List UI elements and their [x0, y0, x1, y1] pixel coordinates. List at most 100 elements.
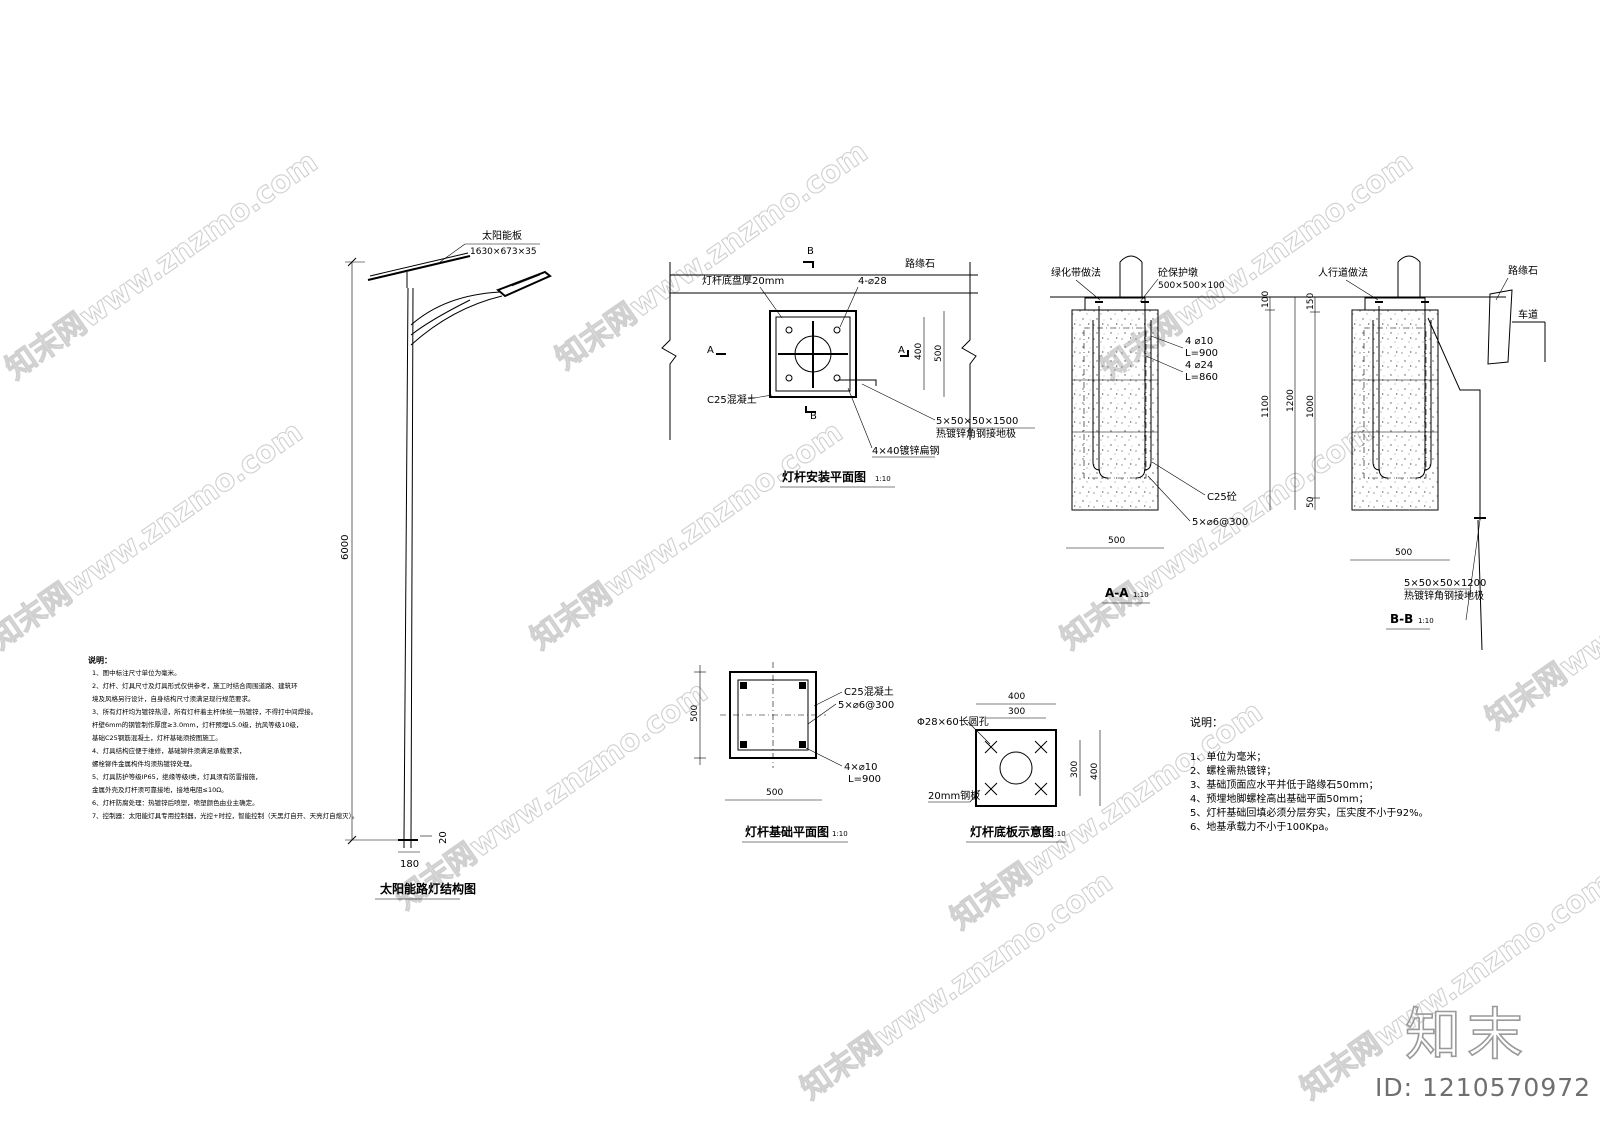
notes-left-line-5: 杆壁6mm的钢管制作厚度≥3.0mm，灯杆预埋L5.0级，抗风等级10级，: [92, 720, 302, 729]
aa-bolt2a: 4 ⌀24: [1185, 360, 1213, 371]
notes-left-line-6: 基础C25钢筋混凝土，灯杆基础须按图施工。: [92, 733, 222, 742]
install-section-a-left: A: [707, 345, 714, 356]
aa-bolt1a: 4 ⌀10: [1185, 336, 1213, 347]
fp-rebar: 5×⌀6@300: [838, 700, 894, 711]
install-plan-scale: 1:10: [875, 475, 891, 483]
aa-rebar: 5×⌀6@300: [1192, 517, 1248, 528]
aa-scale: 1:10: [1133, 591, 1149, 599]
notes-left-line-1: 1、图中标注尺寸单位为毫米。: [92, 668, 181, 677]
brand-logo: 知末: [1404, 1002, 1529, 1069]
install-dim-500: 500: [934, 345, 944, 362]
install-section-b-bottom: B: [810, 411, 817, 422]
aa-bolt2b: L=860: [1185, 372, 1218, 383]
bp-scale: 1:10: [1050, 830, 1066, 838]
bb-title: B-B: [1390, 612, 1413, 626]
notes-right-heading: 说明：: [1190, 715, 1223, 729]
fp-scale: 1:10: [832, 830, 848, 838]
bb-curb: 路缘石: [1508, 264, 1538, 277]
notes-right-line-5: 5、灯杆基础回填必须分层夯实，压实度不小于92%。: [1190, 806, 1429, 819]
bp-dim-300-top: 300: [1008, 707, 1025, 717]
aa-concrete: C25砼: [1207, 490, 1237, 503]
fp-bolt-b: L=900: [848, 774, 881, 785]
install-angle-steel: 5×50×50×1500: [936, 416, 1018, 427]
notes-left-line-11: 6、灯杆防腐处理：热镀锌后喷塑，喷塑颜色由业主确定。: [92, 798, 259, 807]
notes-right-line-2: 2、螺栓需热镀锌；: [1190, 764, 1276, 777]
foundation-plan: C25混凝土 5×⌀6@300 4×⌀10 L=900 500 500 灯杆基础…: [690, 662, 894, 843]
pole-elevation: 6000 180 20 太阳能板 1630×673×35 太阳能路灯结构图: [340, 229, 552, 900]
watermark-layer: 知末网www.znzmo.com 知末网www.znzmo.com 知末网www…: [0, 134, 1600, 1107]
watermark-7: 知末网www.znzmo.com: [390, 675, 715, 917]
pole-base-dim: 180: [400, 859, 419, 870]
fp-dim-side: 500: [690, 705, 700, 722]
watermark-9: 知末网www.znzmo.com: [1480, 495, 1600, 737]
bb-dim-150: 150: [1306, 293, 1316, 310]
bb-road: 车道: [1518, 308, 1538, 321]
watermark-5: 知末网www.znzmo.com: [525, 415, 850, 657]
aa-guard-size: 500×500×100: [1158, 281, 1225, 291]
section-bb: 路缘石 车道 人行道做法 5×50×50×1200 热镀锌角钢接地极 150 1…: [1306, 255, 1546, 651]
install-holes: 4-⌀28: [858, 276, 887, 287]
aa-bolt1b: L=900: [1185, 348, 1218, 359]
bb-dim-1000: 1000: [1306, 395, 1316, 418]
notes-left-heading: 说明：: [88, 655, 112, 665]
bp-dim-300-right: 300: [1070, 761, 1080, 778]
bp-plate: 20mm钢板: [928, 789, 980, 802]
notes-right-line-3: 3、基础顶面应水平并低于路缘石50mm；: [1190, 778, 1379, 791]
aa-greenbelt: 绿化带做法: [1051, 266, 1101, 279]
aa-title: A-A: [1105, 586, 1129, 600]
bp-dim-400-top: 400: [1008, 692, 1025, 702]
pole-height-dim: 6000: [340, 535, 351, 560]
watermark-4: 知末网www.znzmo.com: [0, 415, 309, 657]
watermark-1: 知末网www.znzmo.com: [0, 145, 324, 387]
fp-dim-bottom: 500: [766, 788, 783, 798]
aa-guard: 砼保护墩: [1158, 266, 1198, 279]
watermark-2: 知末网www.znzmo.com: [550, 135, 875, 377]
notes-right-line-6: 6、地基承载力不小于100Kpa。: [1190, 820, 1334, 833]
notes-left-line-12: 7、控制器：太阳能灯具专用控制器，光控+时控，智能控制（天黑灯自开、天亮灯自熄灭…: [92, 811, 358, 820]
pole-embed-dim: 20: [438, 831, 449, 844]
install-plan-title: 灯杆安装平面图: [782, 469, 866, 484]
notes-right-line-4: 4、预埋地脚螺栓高出基础平面50mm；: [1190, 792, 1369, 805]
install-dim-400: 400: [914, 343, 924, 360]
bb-angle-steel: 5×50×50×1200: [1404, 578, 1486, 589]
bp-slot: Φ28×60长圆孔: [917, 716, 989, 728]
install-flat-steel: 4×40镀锌扁钢: [872, 444, 939, 457]
panel-size: 1630×673×35: [470, 247, 537, 257]
notes-left-line-2: 2、灯杆、灯具尺寸及灯具形式仅供参考，施工时结合周围道路、建筑环: [92, 681, 298, 690]
fp-concrete: C25混凝土: [844, 685, 894, 698]
notes-left-line-7: 4、灯具结构应便于维修，基础铆件须满足承载要求，: [92, 746, 246, 755]
bb-ground-note: 热镀锌角钢接地极: [1404, 589, 1484, 602]
bp-dim-400-right: 400: [1090, 763, 1100, 780]
bp-title: 灯杆底板示意图: [970, 824, 1054, 839]
notes-right: 说明： 1、单位为毫米； 2、螺栓需热镀锌； 3、基础顶面应水平并低于路缘石50…: [1190, 715, 1429, 833]
fp-bolt-a: 4×⌀10: [844, 762, 878, 773]
fp-title: 灯杆基础平面图: [745, 824, 829, 839]
notes-left-line-9: 5、灯具防护等级IP65，绝缘等级I类，灯具须有防雷措施，: [92, 772, 262, 781]
panel-label: 太阳能板: [482, 229, 522, 242]
image-id: ID: 1210570972: [1375, 1073, 1592, 1102]
notes-left-line-10: 金属外壳及灯杆须可靠接地，接地电阻≤10Ω。: [92, 785, 228, 794]
notes-left: 说明： 1、图中标注尺寸单位为毫米。 2、灯杆、灯具尺寸及灯具形式仅供参考，施工…: [88, 655, 358, 820]
notes-right-line-1: 1、单位为毫米；: [1190, 750, 1266, 763]
aa-dim-100: 100: [1261, 291, 1271, 308]
base-plate: 400 300 300 400 Φ28×60长圆孔 20mm钢板 灯杆底板示意图…: [917, 692, 1101, 843]
notes-left-line-8: 螺栓铆件金属构件均须热镀锌处理。: [92, 759, 196, 768]
aa-dim-1200: 1200: [1286, 389, 1296, 412]
bb-sidewalk: 人行道做法: [1318, 266, 1368, 279]
bb-dim-50: 50: [1306, 496, 1316, 508]
install-base-plate: 灯杆底盘厚20mm: [702, 274, 784, 287]
aa-dim-500: 500: [1108, 536, 1125, 546]
notes-left-line-4: 3、所有灯杆均为镀锌热浸，所有灯杆着主杆体统一热镀锌，不得打中间焊接。: [92, 707, 317, 716]
install-curb: 路缘石: [905, 257, 935, 270]
aa-dim-1100: 1100: [1261, 395, 1271, 418]
notes-left-line-3: 境及风格另行设计，自身结构尺寸须满足现行规范要求。: [92, 694, 255, 703]
bb-scale: 1:10: [1418, 617, 1434, 625]
pole-title: 太阳能路灯结构图: [380, 881, 476, 896]
install-ground-note: 热镀锌角钢接地极: [936, 427, 1016, 440]
bb-dim-500: 500: [1395, 548, 1412, 558]
install-section-a-right: A: [898, 345, 905, 356]
install-section-b-top: B: [807, 246, 814, 257]
section-aa: 绿化带做法 砼保护墩 500×500×100 4 ⌀10 L=900 4 ⌀24…: [1050, 255, 1328, 604]
install-concrete: C25混凝土: [707, 393, 757, 406]
